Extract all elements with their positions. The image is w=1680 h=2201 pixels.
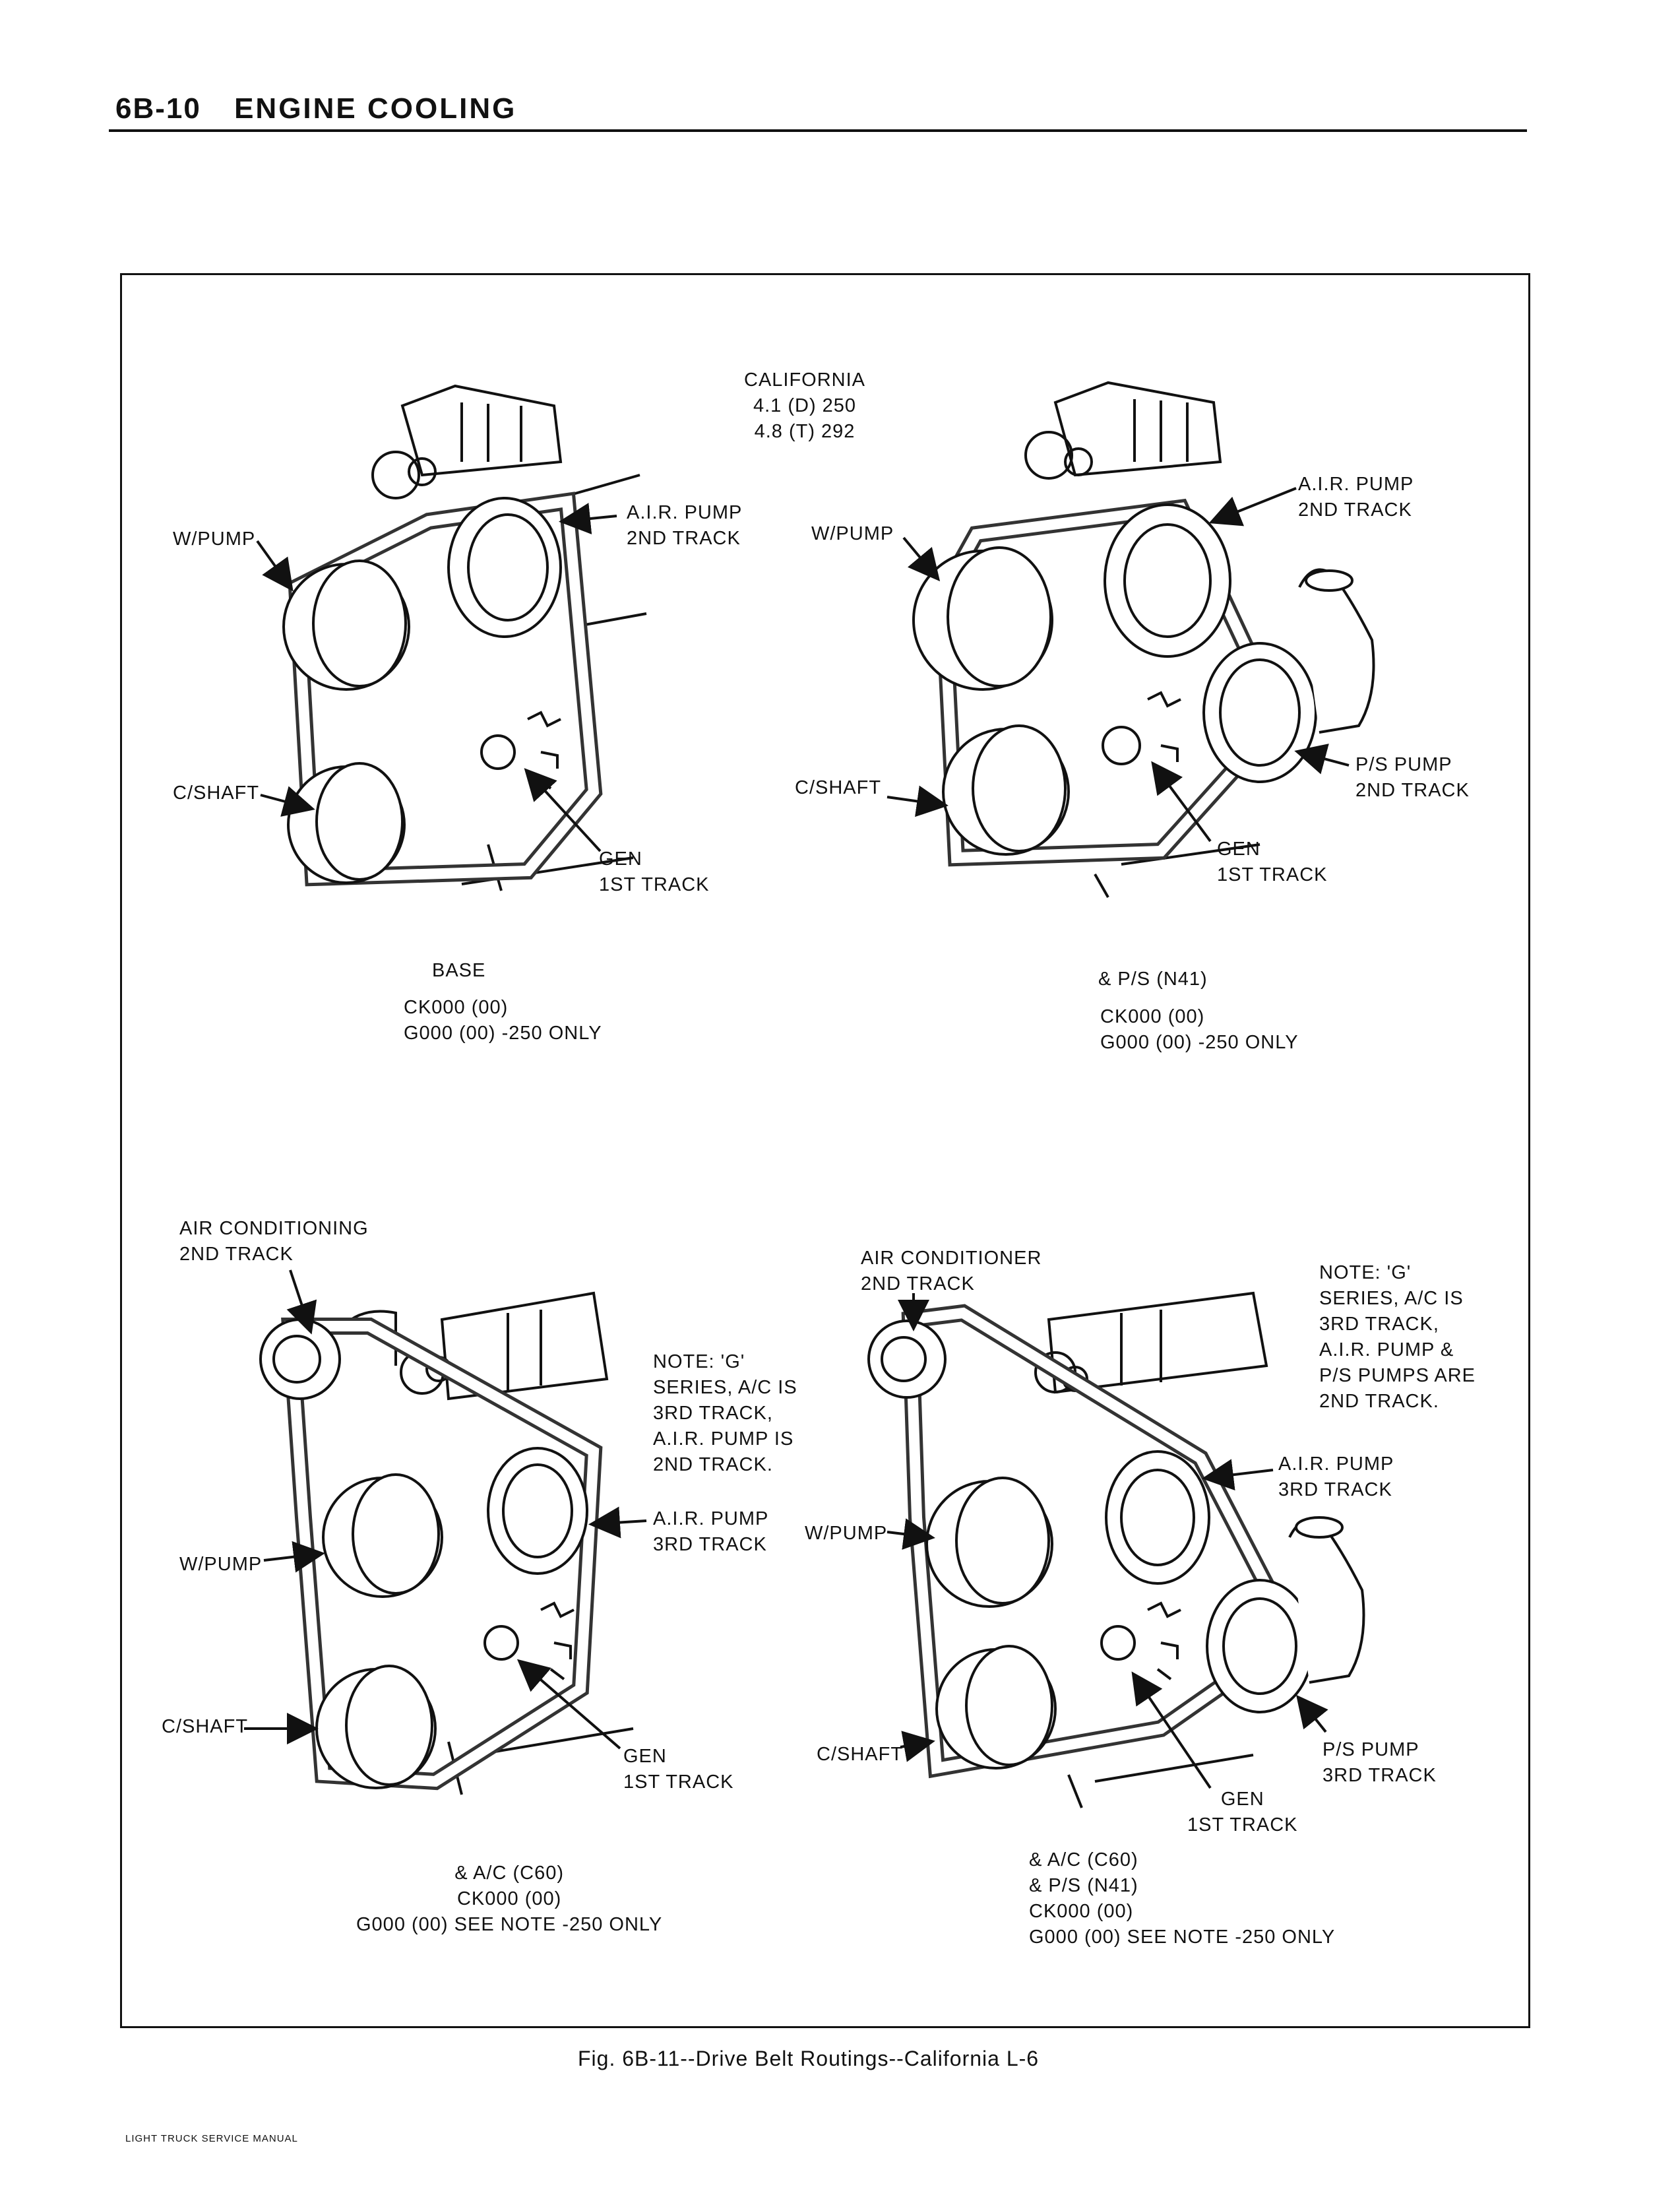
gen-arrow-bl xyxy=(516,1659,621,1750)
header-rule xyxy=(109,129,1527,132)
w-pump-arrow-tr xyxy=(902,536,941,582)
gen-label-tr: GEN 1ST TRACK xyxy=(1217,839,1328,885)
c-shaft-label-bl: C/SHAFT xyxy=(162,1716,249,1737)
page-number: 6B-10 xyxy=(115,92,201,125)
ps-pump-label-br: P/S PUMP 3RD TRACK xyxy=(1322,1739,1437,1786)
engine-base-diagram xyxy=(282,384,647,891)
air-pump-arrow-bl xyxy=(588,1506,647,1539)
c-shaft-arrow-tl xyxy=(260,786,315,817)
w-pump-label-br: W/PUMP xyxy=(805,1523,888,1544)
air-conditioning-label-bl: AIR CONDITIONING 2ND TRACK xyxy=(179,1218,369,1265)
ac-ps-caption: & A/C (C60) & P/S (N41) CK000 (00) G000 … xyxy=(1029,1849,1336,1948)
c-shaft-arrow-br xyxy=(900,1731,935,1762)
air-pump-label-tr: A.I.R. PUMP 2ND TRACK xyxy=(1298,474,1414,521)
section-title: ENGINE COOLING xyxy=(234,92,517,125)
engine-ps-diagram xyxy=(912,381,1375,898)
w-pump-arrow-br xyxy=(887,1518,935,1550)
c-shaft-label-tr: C/SHAFT xyxy=(795,777,882,798)
air-pump-arrow-tl xyxy=(559,503,617,534)
engine-ac-diagram xyxy=(259,1291,634,1795)
ps-pump-arrow-br xyxy=(1296,1694,1328,1733)
figure-frame xyxy=(120,273,1530,2028)
gen-arrow-tr xyxy=(1151,761,1212,843)
c-shaft-arrow-tr xyxy=(887,785,949,817)
c-shaft-label-tl: C/SHAFT xyxy=(173,782,260,804)
ac-caption: & A/C (C60) CK000 (00) G000 (00) SEE NOT… xyxy=(356,1863,663,1935)
air-pump-arrow-tr xyxy=(1208,487,1297,526)
note-label-br: NOTE: 'G' SERIES, A/C IS 3RD TRACK, A.I.… xyxy=(1319,1262,1476,1412)
ps-codes: CK000 (00) G000 (00) -250 ONLY xyxy=(1100,1006,1299,1053)
gen-label-bl: GEN 1ST TRACK xyxy=(623,1746,734,1793)
air-pump-label-tl: A.I.R. PUMP 2ND TRACK xyxy=(627,502,743,549)
air-conditioner-label-br: AIR CONDITIONER 2ND TRACK xyxy=(861,1248,1042,1294)
page-header: 6B-10 ENGINE COOLING xyxy=(115,92,516,125)
california-engines-label: CALIFORNIA 4.1 (D) 250 4.8 (T) 292 xyxy=(744,369,866,442)
engine-ac-ps-diagram xyxy=(867,1291,1365,1808)
gen-arrow-br xyxy=(1131,1671,1212,1789)
gen-arrow-tl xyxy=(524,768,602,852)
w-pump-label-tr: W/PUMP xyxy=(811,523,894,544)
ps-pump-arrow-tr xyxy=(1294,744,1350,775)
ps-pump-label-tr: P/S PUMP 2ND TRACK xyxy=(1355,754,1470,801)
note-label-bl: NOTE: 'G' SERIES, A/C IS 3RD TRACK, A.I.… xyxy=(653,1351,797,1475)
air-pump-arrow-br xyxy=(1202,1459,1274,1491)
w-pump-arrow-bl xyxy=(263,1541,325,1573)
ac-arrow-bl xyxy=(286,1269,317,1335)
w-pump-label-bl: W/PUMP xyxy=(179,1554,263,1575)
figure-caption: Fig. 6B-11--Drive Belt Routings--Califor… xyxy=(578,2047,1040,2070)
ps-caption: & P/S (N41) xyxy=(1098,969,1208,990)
base-caption: BASE xyxy=(432,960,486,981)
w-pump-label-tl: W/PUMP xyxy=(173,528,256,550)
w-pump-arrow-tl xyxy=(256,540,294,592)
air-pump-label-bl: A.I.R. PUMP 3RD TRACK xyxy=(653,1508,769,1555)
page-footer: LIGHT TRUCK SERVICE MANUAL xyxy=(125,2133,298,2144)
air-pump-label-br: A.I.R. PUMP 3RD TRACK xyxy=(1278,1453,1394,1500)
gen-label-tl: GEN 1ST TRACK xyxy=(599,848,710,895)
c-shaft-label-br: C/SHAFT xyxy=(817,1744,904,1765)
base-codes: CK000 (00) G000 (00) -250 ONLY xyxy=(404,997,602,1044)
gen-label-br: GEN 1ST TRACK xyxy=(1187,1789,1298,1835)
